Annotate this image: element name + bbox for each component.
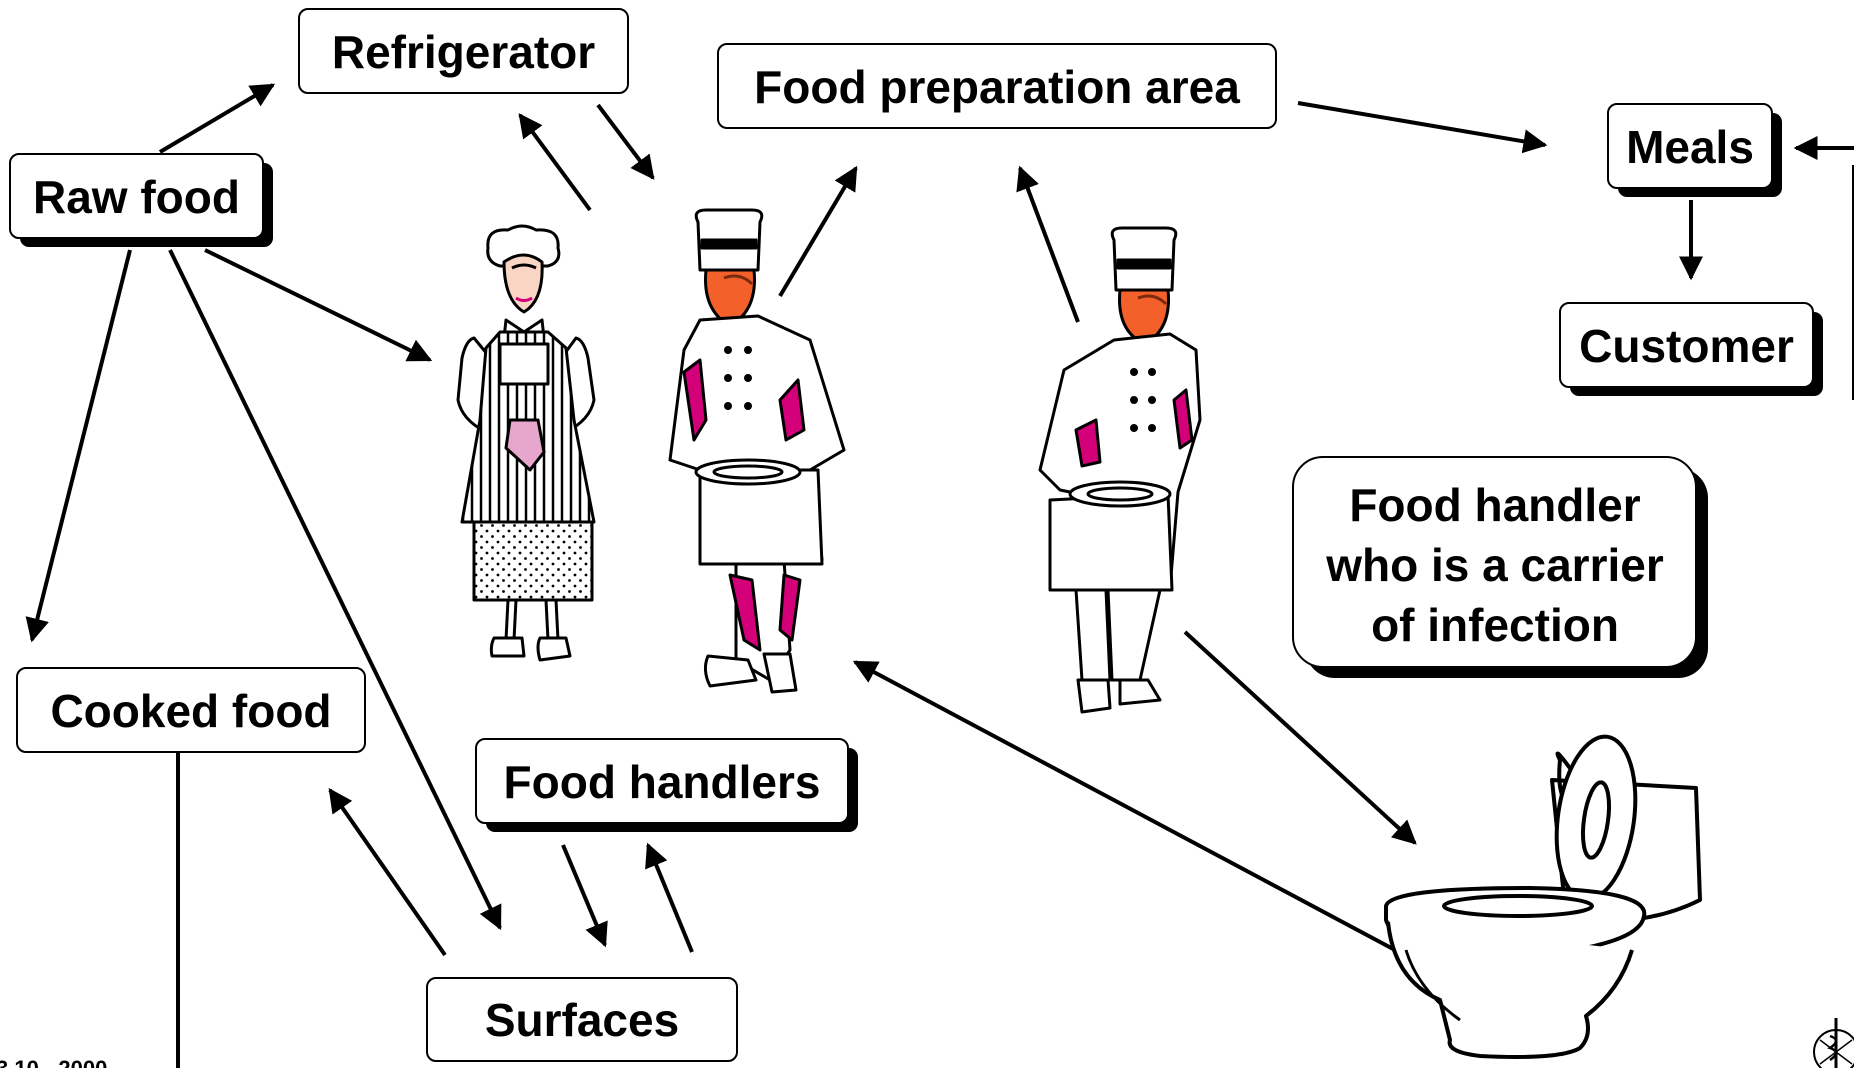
node-cooked-food-label: Cooked food	[50, 685, 331, 737]
node-customer-label: Customer	[1579, 320, 1794, 372]
node-raw-food: Raw food	[9, 153, 273, 247]
arrow-surfaces-to-cooked	[328, 788, 447, 957]
node-food-handlers-label: Food handlers	[504, 756, 821, 808]
arrow-toilet-to-chef	[852, 660, 1396, 952]
node-carrier-line1: Food handler	[1349, 479, 1640, 531]
arrow-refrigerator-to-waitress	[518, 113, 592, 212]
arrow-raw-to-surfaces	[168, 249, 502, 931]
waitress-figure	[456, 224, 596, 662]
node-food-preparation-area-label: Food preparation area	[754, 61, 1240, 113]
node-refrigerator: Refrigerator	[298, 8, 629, 94]
toilet-icon	[1384, 734, 1702, 1059]
node-carrier-line3: of infection	[1371, 599, 1619, 651]
chef-figure	[668, 208, 846, 694]
arrow-chef-to-prep-area	[778, 165, 858, 298]
node-customer: Customer	[1559, 302, 1823, 396]
node-food-preparation-area: Food preparation area	[717, 43, 1277, 129]
node-meals: Meals	[1607, 103, 1782, 197]
node-refrigerator-label: Refrigerator	[332, 26, 595, 78]
arrow-surfaces-to-handlers	[645, 842, 694, 953]
arrow-handlers-to-surfaces	[561, 844, 608, 948]
arrow-prep-area-to-meals	[1297, 101, 1548, 154]
who-emblem-icon	[1813, 1018, 1854, 1068]
node-cooked-food: Cooked food	[16, 667, 366, 753]
node-raw-food-label: Raw food	[33, 171, 240, 223]
node-surfaces: Surfaces	[426, 977, 738, 1062]
chef-figure	[1038, 226, 1202, 714]
node-carrier-line2: who is a carrier	[1325, 539, 1664, 591]
arrow-raw-to-waitress	[204, 248, 433, 362]
arrow-raw-to-cooked	[25, 249, 132, 643]
node-carrier: Food handler who is a carrier of infecti…	[1292, 456, 1708, 678]
node-meals-label: Meals	[1626, 121, 1754, 173]
node-surfaces-label: Surfaces	[485, 994, 679, 1046]
slide-code: 3.10 - 2000	[0, 1056, 107, 1068]
arrow-chef2-to-prep-area	[1016, 165, 1080, 323]
node-food-handlers: Food handlers	[475, 738, 858, 832]
arrow-raw-to-refrigerator	[158, 83, 276, 154]
arrow-carrier-to-toilet	[1183, 630, 1417, 845]
arrow-refrigerator-to-chef	[596, 103, 655, 180]
flow-arrows	[25, 83, 1854, 1068]
